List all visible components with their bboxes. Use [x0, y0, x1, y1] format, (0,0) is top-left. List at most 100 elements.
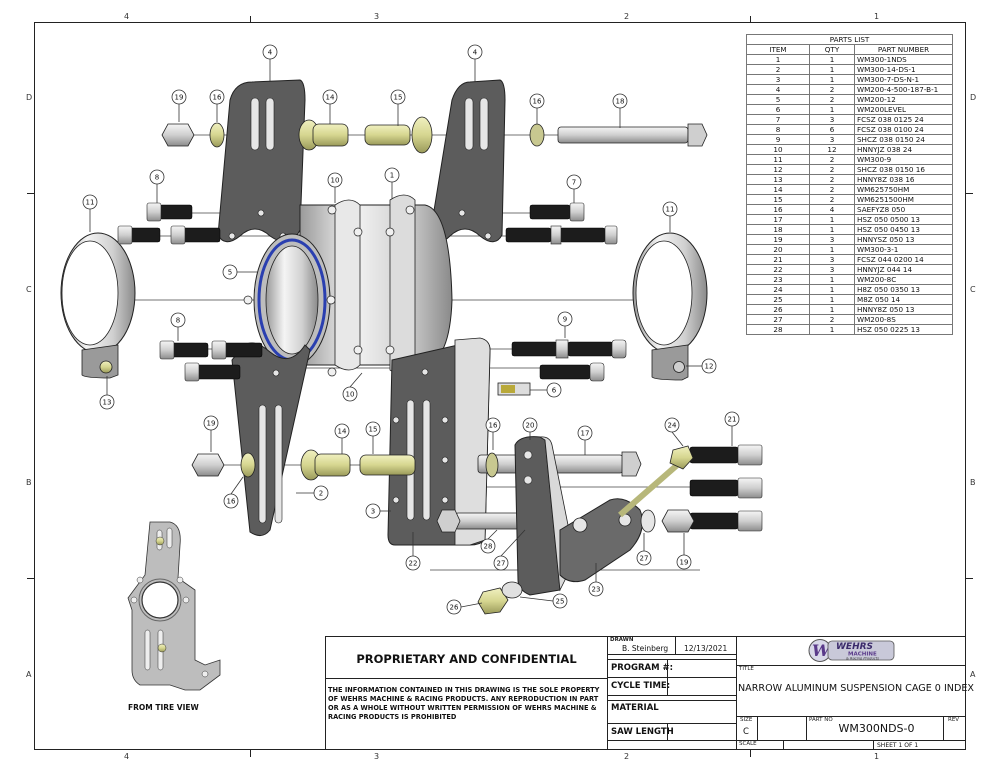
- balloon-circle: [327, 172, 343, 188]
- balloon-circle: [636, 550, 652, 566]
- balloon-circle: [557, 311, 573, 327]
- parts-list-qty-cell: 3: [809, 234, 855, 245]
- balloon-label: 11: [86, 199, 95, 207]
- program-label: PROGRAM #:: [611, 663, 674, 673]
- balloon-circle: [467, 44, 483, 60]
- parts-list-header-item: ITEM: [746, 44, 810, 55]
- parts-list-item-cell: 2: [746, 64, 810, 75]
- parts-list-item-cell: 16: [746, 204, 810, 215]
- parts-list-qty-cell: 2: [809, 194, 855, 205]
- balloon-label: 16: [489, 422, 498, 430]
- parts-list-part-number-cell: WM300-9: [854, 154, 953, 165]
- divider: [607, 740, 737, 741]
- balloon-label: 21: [728, 416, 737, 424]
- zone-left-A: A: [26, 670, 32, 679]
- balloon-callout-item-24: 24: [664, 417, 680, 433]
- balloon-circle: [209, 89, 225, 105]
- balloon-circle: [446, 599, 462, 615]
- parts-list-part-number-cell: WM625750HM: [854, 184, 953, 195]
- balloon-circle: [405, 555, 421, 571]
- balloon-circle: [262, 44, 278, 60]
- balloon-label: 14: [338, 428, 347, 436]
- rev-label: REV: [948, 717, 960, 723]
- parts-list-part-number-cell: SHCZ 038 0150 24: [854, 134, 953, 145]
- zone-tick: [27, 578, 34, 579]
- divider: [607, 659, 737, 660]
- balloon-label: 27: [640, 555, 649, 563]
- parts-list-qty-cell: 3: [809, 134, 855, 145]
- divider: [607, 654, 737, 655]
- balloon-label: 25: [556, 598, 565, 606]
- balloon-circle: [334, 423, 350, 439]
- parts-list-item-cell: 22: [746, 264, 810, 275]
- balloon-label: 15: [394, 94, 403, 102]
- divider: [667, 723, 668, 740]
- parts-list-qty-cell: 1: [809, 324, 855, 335]
- parts-list-part-number-cell: WM300-3-1: [854, 244, 953, 255]
- divider: [325, 678, 608, 679]
- divider: [667, 659, 668, 695]
- balloon-label: 19: [175, 94, 184, 102]
- zone-bottom-4: 4: [124, 752, 130, 761]
- parts-list-item-cell: 27: [746, 314, 810, 325]
- parts-list-part-number-cell: FCSZ 038 0125 24: [854, 114, 953, 125]
- balloon-callout-item-22: 22: [405, 555, 421, 571]
- balloon-label: 4: [473, 49, 478, 57]
- zone-tick: [966, 193, 973, 194]
- mount-plate-upper-right: [429, 79, 506, 243]
- parts-list-item-cell: 17: [746, 214, 810, 225]
- balloon-callout-item-16: 16: [223, 493, 239, 509]
- balloon-callout-item-19: 19: [676, 554, 692, 570]
- parts-list-item-cell: 26: [746, 304, 810, 315]
- parts-list-item-cell: 19: [746, 234, 810, 245]
- balloon-label: 16: [533, 98, 542, 106]
- drawn-by: B. Steinberg: [622, 644, 669, 653]
- balloon-callout-item-19: 19: [203, 415, 219, 431]
- balloon-callout-item-20: 20: [522, 417, 538, 433]
- balloon-circle: [552, 593, 568, 609]
- balloon-label: 26: [450, 604, 459, 612]
- balloon-callout-item-18: 18: [612, 93, 628, 109]
- sheet-number: 1: [898, 742, 903, 749]
- zone-left-C: C: [26, 285, 32, 294]
- parts-list-item-cell: 9: [746, 134, 810, 145]
- logo-sub-text: MACHINE: [848, 652, 877, 658]
- parts-list-item-cell: 3: [746, 74, 810, 85]
- balloon-label: 17: [581, 430, 590, 438]
- balloon-label: 11: [666, 206, 675, 214]
- parts-list-qty-cell: 1: [809, 64, 855, 75]
- balloon-label: 6: [552, 387, 557, 395]
- balloon-leader-lines: [89, 58, 733, 608]
- balloon-callout-item-7: 7: [566, 174, 582, 190]
- divider: [806, 716, 807, 740]
- parts-list-part-number-cell: WM300-7-DS-N-1: [854, 74, 953, 85]
- parts-list-qty-cell: 1: [809, 54, 855, 65]
- parts-list-header-part-number: PART NUMBER: [854, 44, 953, 55]
- parts-list-part-number-cell: WM300-1NDS: [854, 54, 953, 65]
- zone-top-2: 2: [624, 12, 630, 21]
- balloon-callout-item-11: 11: [82, 194, 98, 210]
- balloon-label: 9: [563, 316, 567, 324]
- parts-list-qty-cell: 1: [809, 294, 855, 305]
- balloon-label: 16: [227, 498, 236, 506]
- balloon-circle: [82, 194, 98, 210]
- balloon-label: 19: [207, 420, 216, 428]
- balloon-callout-item-19: 19: [171, 89, 187, 105]
- zone-bottom-2: 2: [624, 752, 630, 761]
- balloon-circle: [522, 417, 538, 433]
- balloon-label: 18: [616, 98, 625, 106]
- parts-list-qty-cell: 1: [809, 274, 855, 285]
- sheet-indicator: SHEET 1 OF 1: [877, 742, 918, 749]
- parts-list-qty-cell: 1: [809, 244, 855, 255]
- parts-list-item-cell: 1: [746, 54, 810, 65]
- balloon-circle: [390, 89, 406, 105]
- divider: [736, 716, 966, 717]
- parts-list-item-cell: 21: [746, 254, 810, 265]
